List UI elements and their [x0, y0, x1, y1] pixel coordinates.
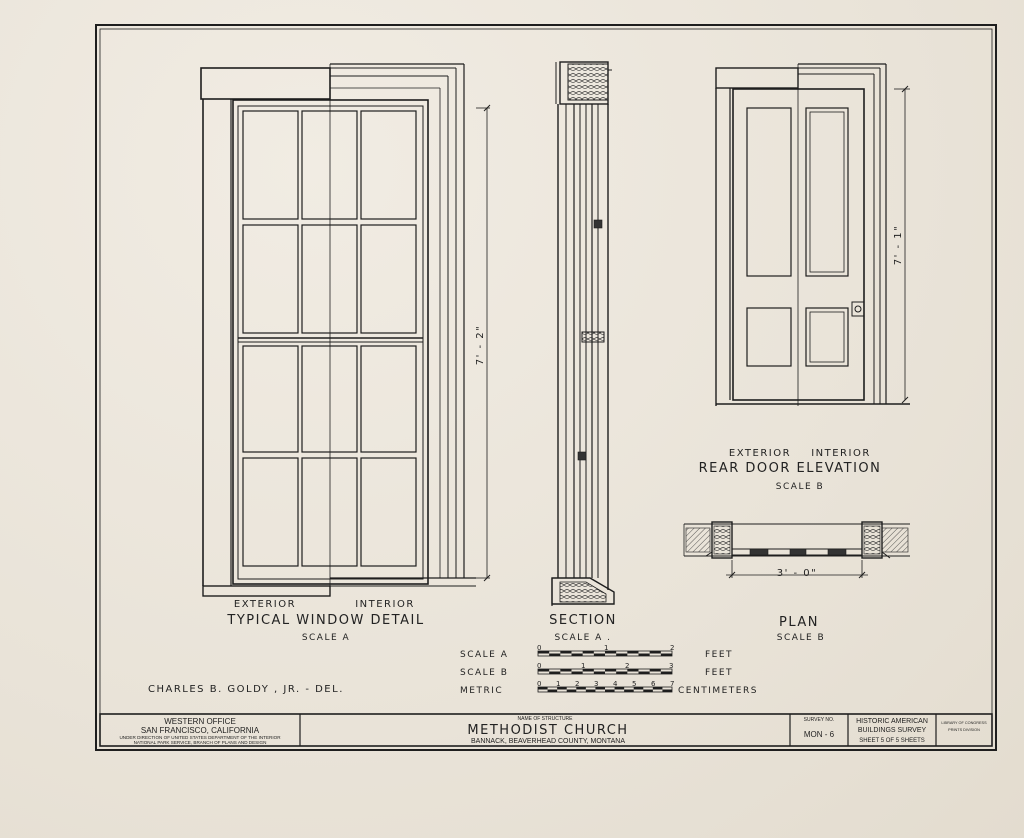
plan-title: PLAN [779, 615, 819, 630]
scale-segment [538, 651, 550, 654]
scale-segment [582, 669, 594, 672]
scale-segment [638, 653, 650, 656]
scale-segment [643, 689, 653, 692]
scale-outline [537, 650, 673, 657]
scale-segment [627, 669, 639, 672]
scale-segment [660, 653, 672, 656]
scale-segment [652, 687, 663, 690]
window-scale: SCALE A [302, 633, 350, 643]
scale-segment [566, 689, 577, 692]
survey-caption: SURVEY NO. [804, 717, 835, 723]
sheet-number: SHEET 5 OF 5 SHEETS [859, 738, 925, 744]
window-title: TYPICAL WINDOW DETAIL [226, 613, 424, 628]
scale-segment [605, 651, 617, 654]
scale-segment [582, 651, 594, 654]
office-department: UNDER DIRECTION OF UNITED STATES DEPARTM… [119, 735, 281, 740]
scale-outline [537, 686, 673, 693]
scale-segment [616, 671, 628, 674]
scale-segment [560, 669, 572, 672]
scale-segment [660, 671, 672, 674]
scale-segment [571, 653, 583, 656]
door-plan [683, 521, 910, 579]
delineator-credit: CHARLES B. GOLDY , JR. - DEL. [148, 684, 344, 695]
door-dimension: 7' - 1" [893, 225, 904, 266]
metric-ticks: 0 1 2 3 4 5 6 7 [537, 680, 676, 688]
library-line-1: LIBRARY OF CONGRESS [941, 721, 987, 725]
graphic-scales: SCALE A SCALE B METRIC 0 1 2 0 1 2 3 0 1… [460, 644, 758, 696]
scale-segment [649, 669, 661, 672]
scale-segment [549, 671, 561, 674]
office-city: SAN FRANCISCO, CALIFORNIA [141, 726, 260, 735]
door-interior-label: INTERIOR [811, 448, 871, 459]
scale-segment [547, 689, 558, 692]
door-title: REAR DOOR ELEVATION [699, 461, 882, 476]
scale-segment [662, 689, 672, 692]
scale-segment [538, 687, 548, 690]
scale-a-label: SCALE A [460, 650, 508, 660]
library-line-2: PRINTS DIVISION [948, 728, 980, 732]
window-interior-label: INTERIOR [355, 599, 415, 610]
scale-a-unit: FEET [705, 650, 733, 660]
metric-label: METRIC [460, 686, 503, 696]
scale-b-ticks: 0 1 2 3 [537, 662, 675, 670]
scale-segment [614, 687, 625, 690]
title-block-text: WESTERN OFFICE SAN FRANCISCO, CALIFORNIA… [119, 716, 987, 745]
window-section [551, 61, 615, 606]
scale-b-unit: FEET [705, 668, 733, 678]
window-dimension: 7' - 2" [475, 325, 486, 366]
structure-name: METHODIST CHURCH [467, 723, 628, 738]
metric-unit: CENTIMETERS [678, 686, 758, 696]
window-exterior-label: EXTERIOR [234, 599, 296, 610]
scale-outline [537, 668, 673, 675]
scale-b-bar [537, 668, 673, 675]
office-branch: NATIONAL PARK SERVICE, BRANCH OF PLANS A… [134, 740, 267, 745]
scale-segment [633, 687, 644, 690]
section-scale: SCALE A . [554, 633, 611, 643]
plan-dimension: 3' - 0" [777, 568, 818, 579]
scale-segment [627, 651, 639, 654]
scale-segment [593, 653, 605, 656]
section-title: SECTION [549, 613, 617, 628]
scale-segment [576, 687, 586, 690]
scale-segment [638, 671, 650, 674]
scale-segment [549, 653, 561, 656]
scale-segment [585, 689, 596, 692]
scale-segment [560, 651, 572, 654]
office-name: WESTERN OFFICE [164, 717, 236, 726]
door-exterior-label: EXTERIOR [729, 448, 791, 459]
plan-scale: SCALE B [777, 633, 825, 643]
scale-segment [538, 669, 550, 672]
scale-segment [605, 669, 617, 672]
scale-segment [649, 651, 661, 654]
window-elevation [200, 63, 491, 597]
survey-number: MON - 6 [804, 730, 835, 739]
structure-caption: NAME OF STRUCTURE [518, 716, 574, 722]
scale-a-ticks: 0 1 2 [537, 644, 676, 652]
scale-segment [557, 687, 567, 690]
door-scale: SCALE B [776, 482, 824, 492]
structure-location: BANNACK, BEAVERHEAD COUNTY, MONTANA [471, 738, 625, 745]
scale-a-bar [537, 650, 673, 657]
scale-segment [571, 671, 583, 674]
scale-b-label: SCALE B [460, 668, 508, 678]
scale-segment [593, 671, 605, 674]
metric-bar [537, 686, 673, 693]
habs-line-2: BUILDINGS SURVEY [858, 727, 927, 734]
title-block [99, 713, 993, 747]
scale-segment [616, 653, 628, 656]
door-elevation [715, 63, 910, 406]
habs-line-1: HISTORIC AMERICAN [856, 718, 928, 725]
scale-segment [605, 689, 615, 692]
scale-segment [595, 687, 605, 690]
scale-segment [624, 689, 634, 692]
